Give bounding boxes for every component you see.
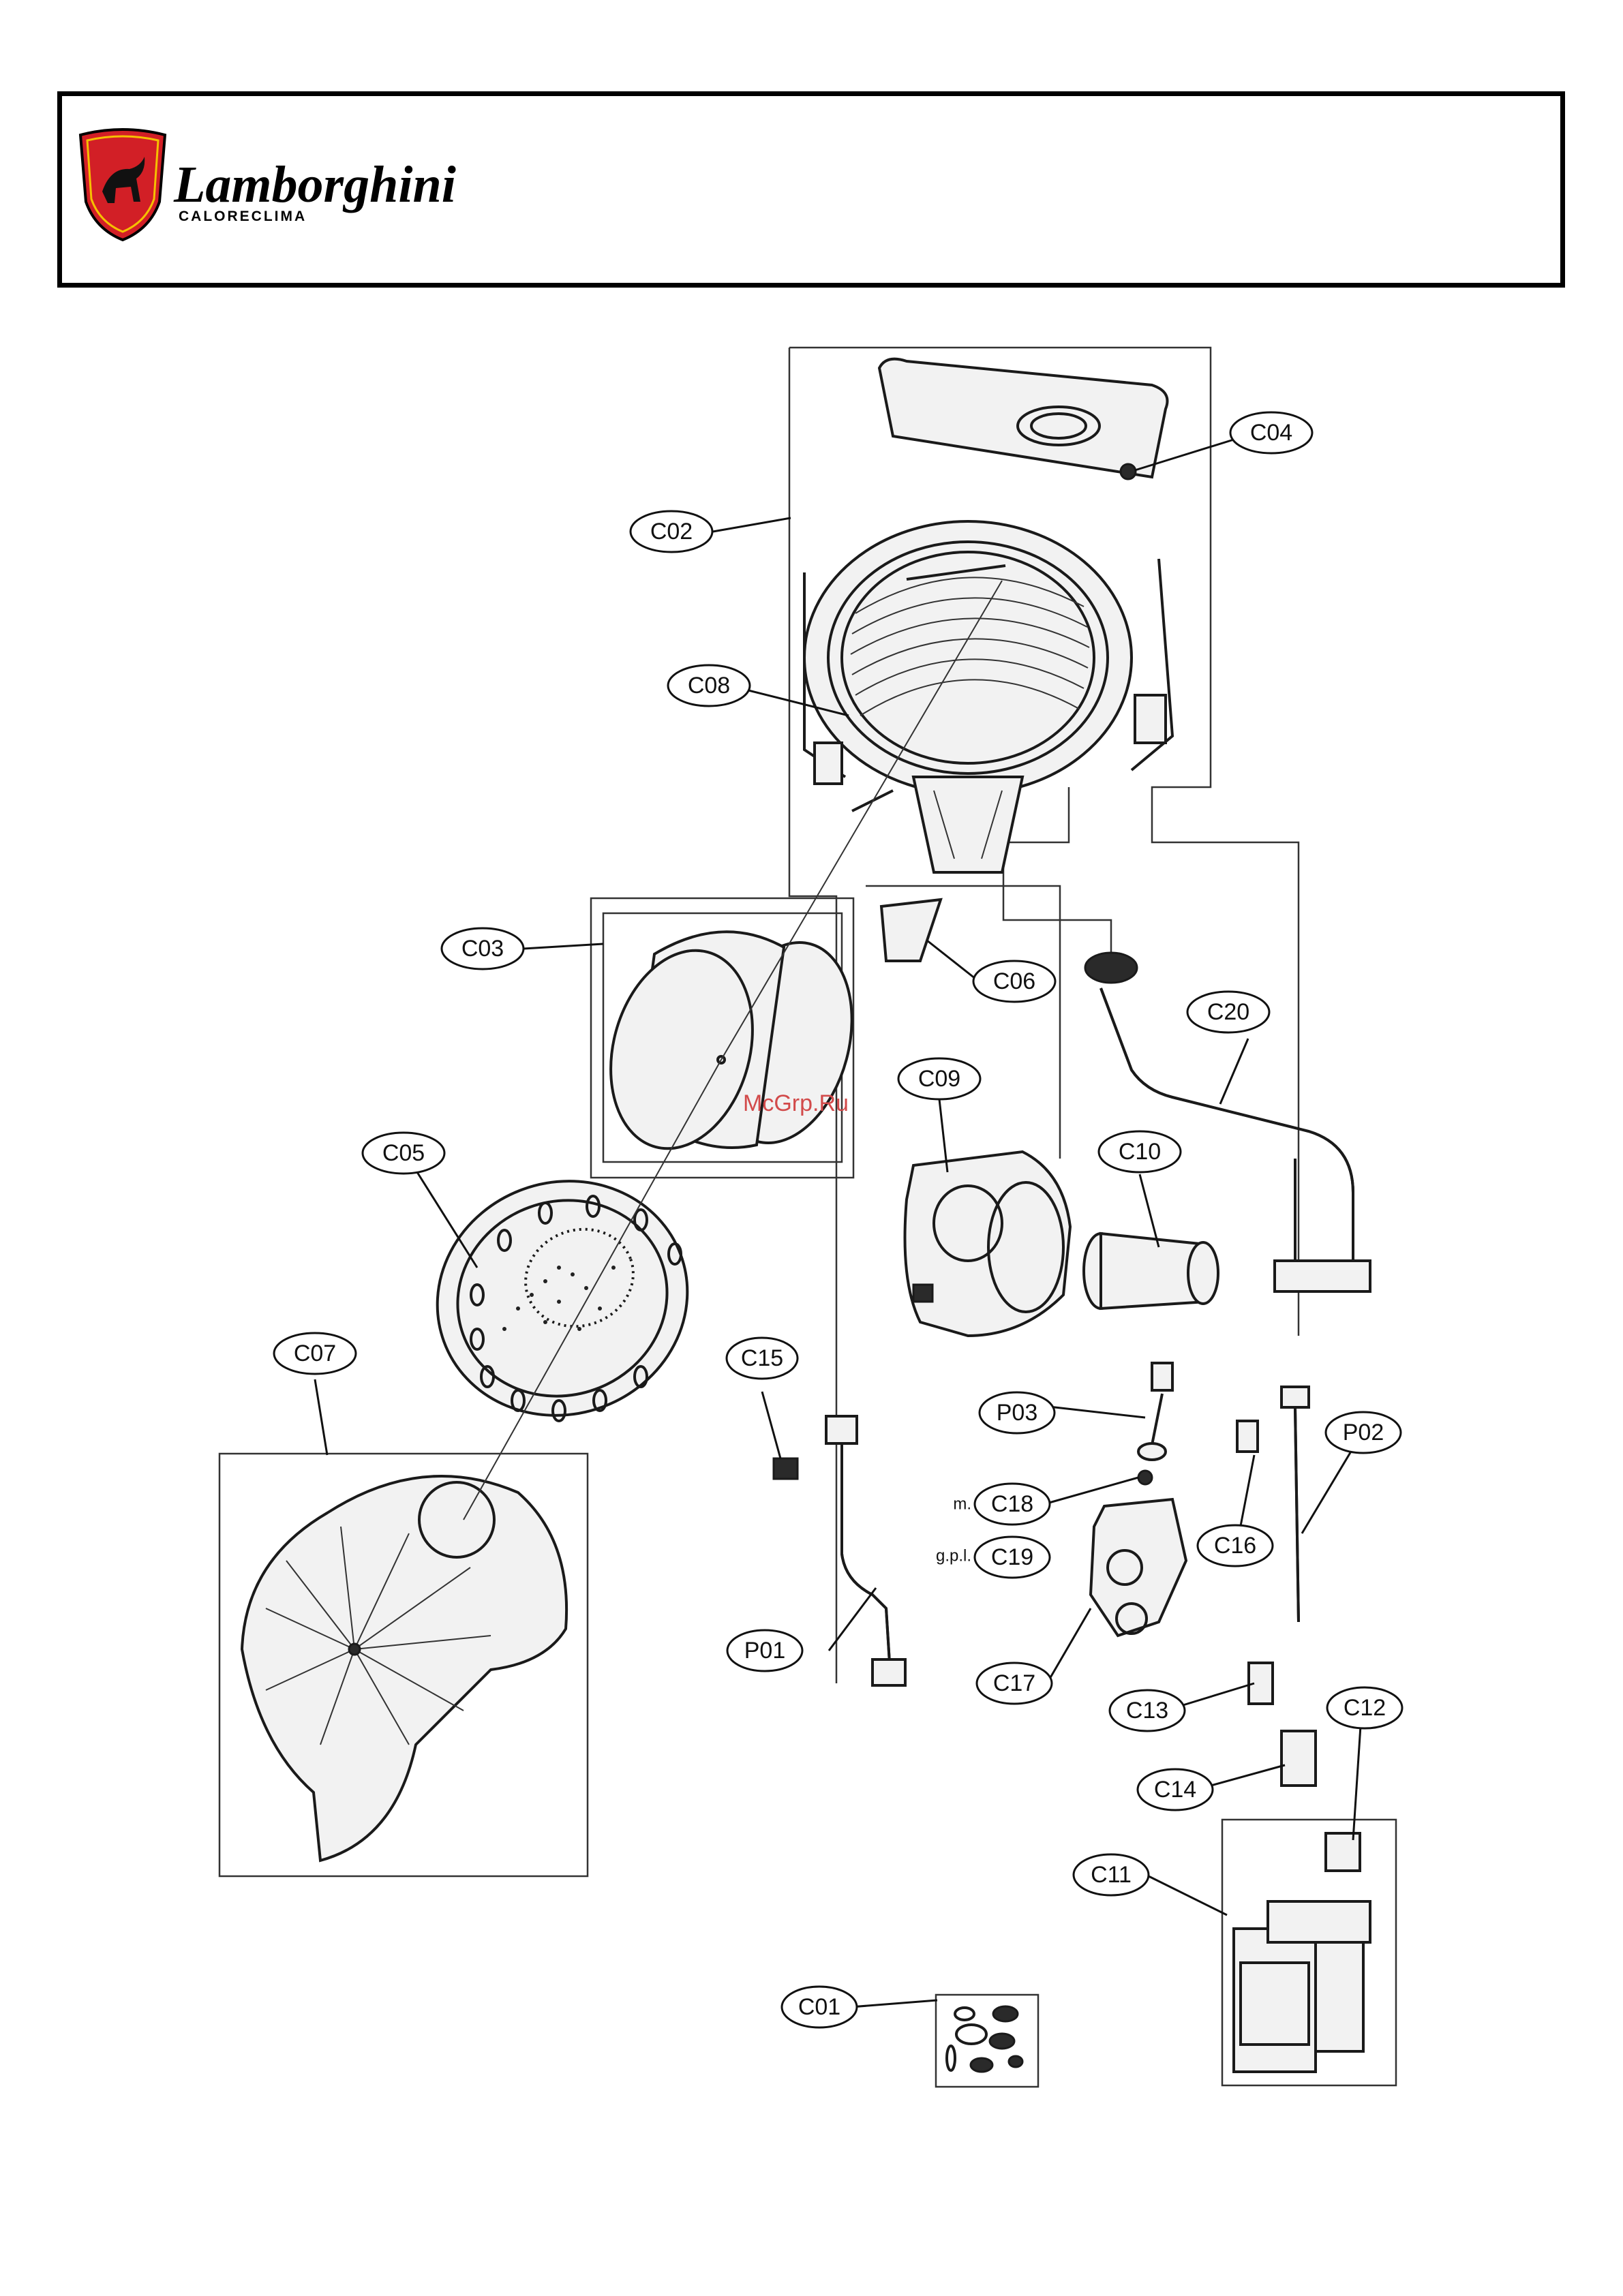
heat-exchanger-part xyxy=(804,359,1172,872)
callout-c12: C12 xyxy=(1327,1687,1402,1728)
leader-c06 xyxy=(927,940,979,981)
leader-c15 xyxy=(762,1392,780,1458)
watermark-text: McGrp.Ru xyxy=(743,1090,849,1117)
callout-c18: C18 m. xyxy=(953,1484,1050,1525)
callout-c13: C13 xyxy=(1110,1690,1185,1731)
leader-c10 xyxy=(1140,1174,1159,1247)
hydraulic-group-part xyxy=(1234,1901,1370,2072)
clip-c16-part xyxy=(1237,1421,1258,1452)
callout-c09: C09 xyxy=(898,1058,980,1099)
venturi-part xyxy=(1084,1234,1218,1308)
leader-c07 xyxy=(315,1379,327,1455)
nozzle-c18-part xyxy=(1138,1471,1152,1484)
pipe-p02-part xyxy=(1281,1387,1309,1622)
svg-text:C04: C04 xyxy=(1250,420,1292,446)
pipe-p03-part xyxy=(1138,1363,1172,1460)
svg-text:C06: C06 xyxy=(993,968,1035,994)
callout-c16: C16 xyxy=(1198,1525,1273,1566)
burner-door-part xyxy=(242,1476,566,1861)
note-c18: m. xyxy=(953,1495,971,1514)
gas-valve-part xyxy=(1091,1499,1186,1636)
insulation-disc-part xyxy=(590,928,873,1165)
leader-c01 xyxy=(851,2000,937,2007)
svg-text:C05: C05 xyxy=(382,1140,425,1166)
callout-c03: C03 xyxy=(442,928,524,969)
svg-text:C01: C01 xyxy=(798,1994,840,2020)
leader-c20 xyxy=(1220,1039,1248,1104)
frame-c01 xyxy=(936,1995,1038,2087)
leader-c13 xyxy=(1179,1683,1254,1706)
svg-text:C14: C14 xyxy=(1154,1777,1196,1803)
svg-text:C08: C08 xyxy=(688,673,730,699)
leader-c14 xyxy=(1206,1765,1285,1787)
leader-c17 xyxy=(1047,1608,1091,1683)
pilot-shield-part xyxy=(881,900,941,961)
svg-text:P02: P02 xyxy=(1343,1420,1384,1445)
svg-text:C17: C17 xyxy=(993,1670,1035,1696)
callout-c06: C06 xyxy=(973,961,1055,1002)
leader-c18 xyxy=(1044,1478,1138,1504)
svg-text:C03: C03 xyxy=(461,936,504,962)
callout-c02: C02 xyxy=(631,511,712,552)
note-c19: g.p.l. xyxy=(936,1547,971,1565)
fan-part xyxy=(905,1152,1071,1336)
burner-part xyxy=(404,1146,721,1450)
svg-text:C11: C11 xyxy=(1091,1862,1132,1888)
callout-c10: C10 xyxy=(1099,1131,1181,1172)
leader-c05 xyxy=(417,1172,477,1268)
callout-p01: P01 xyxy=(727,1630,802,1671)
svg-text:C16: C16 xyxy=(1214,1533,1256,1559)
frame-return-pipe xyxy=(1003,787,1111,968)
svg-text:C15: C15 xyxy=(741,1345,783,1371)
callout-c04: C04 xyxy=(1230,412,1312,453)
callout-c01: C01 xyxy=(782,1987,857,2027)
cap-c12-part xyxy=(1326,1833,1360,1871)
seal-kit-part xyxy=(947,2006,1022,2072)
callout-c17: C17 xyxy=(977,1663,1052,1704)
leader-p03 xyxy=(1043,1406,1145,1418)
clip-c04-part xyxy=(1121,464,1136,479)
callout-c05: C05 xyxy=(363,1133,444,1174)
svg-text:C18: C18 xyxy=(991,1491,1033,1517)
callout-p03: P03 xyxy=(980,1392,1055,1433)
svg-text:C07: C07 xyxy=(294,1341,336,1366)
pipe-p01-part xyxy=(826,1416,905,1685)
valve-c14-part xyxy=(1281,1731,1316,1786)
callout-c20: C20 xyxy=(1187,992,1269,1032)
svg-text:C19: C19 xyxy=(991,1544,1033,1570)
svg-text:P01: P01 xyxy=(744,1638,786,1664)
callout-p02: P02 xyxy=(1326,1412,1401,1453)
callout-c08: C08 xyxy=(668,665,750,706)
svg-text:C10: C10 xyxy=(1119,1139,1161,1165)
svg-text:C12: C12 xyxy=(1344,1695,1386,1721)
callout-c19: C19 g.p.l. xyxy=(936,1537,1050,1578)
svg-text:C09: C09 xyxy=(918,1066,960,1092)
leader-c02 xyxy=(713,518,791,532)
leader-c11 xyxy=(1144,1874,1227,1915)
callout-c15: C15 xyxy=(727,1338,798,1379)
callout-c07: C07 xyxy=(274,1333,356,1374)
clip-c15-part xyxy=(774,1458,798,1479)
svg-text:C02: C02 xyxy=(650,519,693,545)
callout-c14: C14 xyxy=(1138,1769,1213,1810)
callout-c11: C11 xyxy=(1074,1854,1149,1895)
svg-text:P03: P03 xyxy=(997,1400,1038,1426)
svg-text:C20: C20 xyxy=(1207,999,1249,1025)
svg-text:C13: C13 xyxy=(1126,1698,1168,1724)
